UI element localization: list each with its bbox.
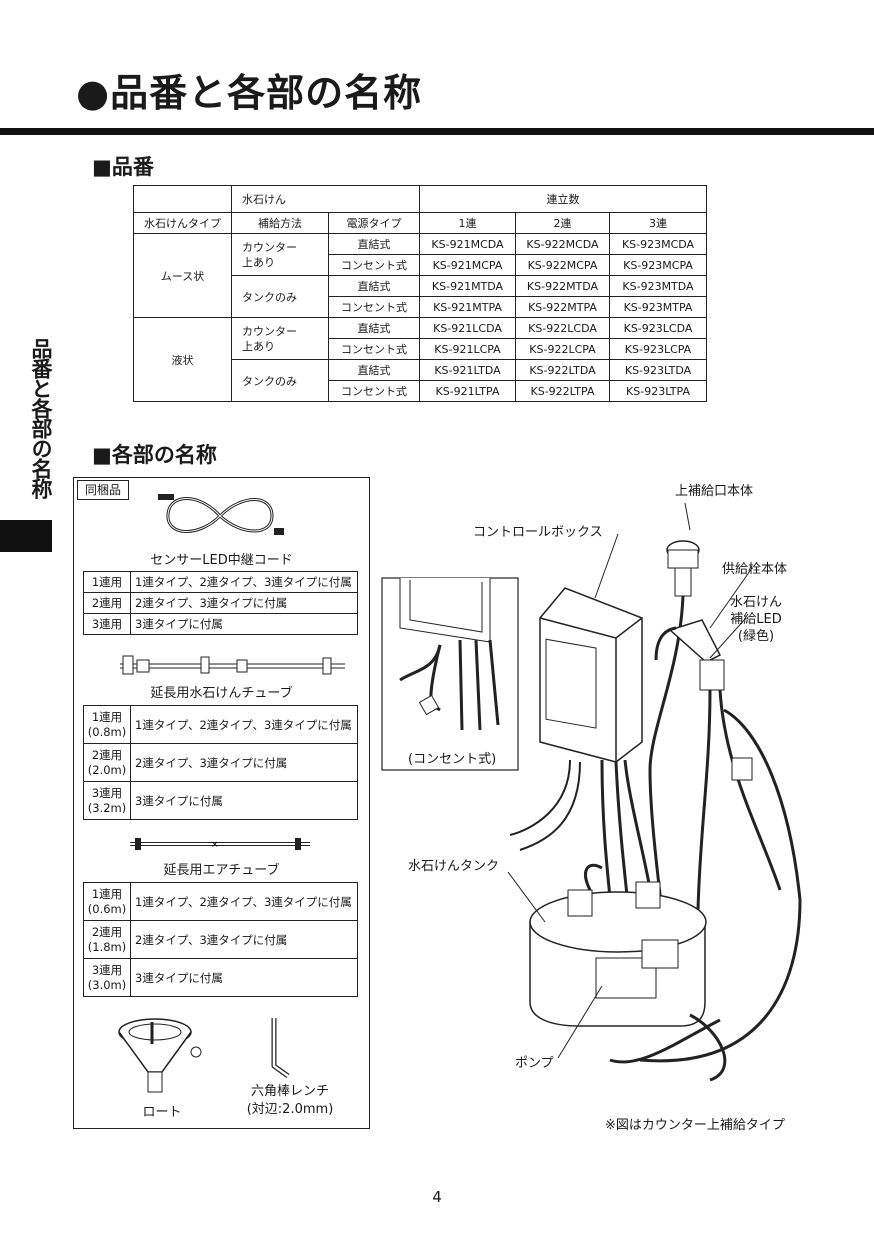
part-cell: KS-923LCPA [608, 338, 708, 360]
part-cell: KS-923MCDA [608, 233, 708, 255]
label-control-box: コントロールボックス [473, 525, 603, 540]
section-heading-part-names: ■各部の名称 [92, 443, 217, 467]
part-cell: KS-922LTDA [515, 359, 610, 381]
sensor-cord-caption: センサーLED中継コード [150, 553, 293, 568]
accessories-box [73, 477, 370, 1129]
method-tank: タンクのみ [231, 275, 329, 318]
air-tube-icon: × [130, 838, 310, 850]
method-counter: カウンター上あり [231, 233, 329, 276]
svg-text:×: × [211, 840, 219, 850]
part-cell: KS-923MTDA [608, 275, 708, 297]
part-cell: KS-921LCPA [419, 338, 516, 360]
power-cell: 直結式 [328, 359, 420, 381]
label-faucet: 供給栓本体 [722, 562, 788, 577]
soap-tube-caption: 延長用水石けんチューブ [150, 686, 293, 701]
power-cell: コンセント式 [328, 338, 420, 360]
part-cell: KS-923LCDA [608, 317, 708, 339]
air-tube-value: 1連タイプ、2連タイプ、3連タイプに付属 [130, 882, 358, 921]
part-cell: KS-921LTDA [419, 359, 516, 381]
title-rule [0, 128, 874, 135]
side-tab-marker [0, 520, 52, 552]
power-cell: 直結式 [328, 233, 420, 255]
power-cell: コンセント式 [328, 254, 420, 276]
type-mousse: ムース状 [133, 233, 232, 318]
funnel-icon [118, 1018, 202, 1093]
soap-tube-key: 2連用(2.0m) [83, 743, 131, 782]
part-cell: KS-921LCDA [419, 317, 516, 339]
section-heading-part-numbers: ■品番 [92, 155, 154, 179]
label-led: 水石けん補給LED(緑色) [730, 595, 783, 644]
soap-tube-key: 3連用(3.2m) [83, 781, 131, 820]
cord-key: 2連用 [83, 592, 131, 614]
air-tube-caption: 延長用エアチューブ [163, 863, 280, 878]
header-method: 補給方法 [231, 212, 329, 234]
power-cell: 直結式 [328, 275, 420, 297]
label-pump: ポンプ [515, 1056, 554, 1071]
air-tube-value: 2連タイプ、3連タイプに付属 [130, 920, 358, 959]
side-tab-label: 品番と各部の名称 [29, 338, 53, 498]
part-cell: KS-922MTPA [515, 296, 610, 318]
part-cell: KS-921MCPA [419, 254, 516, 276]
part-cell: KS-922LTPA [515, 380, 610, 402]
part-cell: KS-923LTDA [608, 359, 708, 381]
assembly-diagram [381, 502, 802, 1082]
part-cell: KS-922MTDA [515, 275, 610, 297]
header-c2: 2連 [515, 212, 610, 234]
power-cell: 直結式 [328, 317, 420, 339]
soap-tube-value: 3連タイプに付属 [130, 781, 358, 820]
part-cell: KS-922MCDA [515, 233, 610, 255]
page-number: 4 [432, 1188, 442, 1206]
diagram-note: ※図はカウンター上補給タイプ [605, 1118, 785, 1133]
soap-tube-table: 1連用(0.8m)1連タイプ、2連タイプ、3連タイプに付属 2連用(2.0m)2… [83, 705, 358, 820]
air-tube-table: 1連用(0.6m)1連タイプ、2連タイプ、3連タイプに付属 2連用(1.8m)2… [83, 882, 358, 997]
header-c3: 3連 [608, 212, 708, 234]
cord-value: 3連タイプに付属 [130, 613, 358, 635]
label-tank: 水石けんタンク [408, 859, 500, 874]
part-cell: KS-923MCPA [608, 254, 708, 276]
label-outlet-type: (コンセント式) [408, 752, 497, 767]
sensor-cord-icon [158, 494, 284, 535]
part-cell: KS-921MTDA [419, 275, 516, 297]
cord-value: 2連タイプ、3連タイプに付属 [130, 592, 358, 614]
part-cell: KS-921MTPA [419, 296, 516, 318]
page-title: ●品番と各部の名称 [76, 71, 423, 115]
cord-key: 1連用 [83, 571, 131, 593]
power-cell: コンセント式 [328, 296, 420, 318]
part-cell: KS-923MTPA [608, 296, 708, 318]
part-cell: KS-922MCPA [515, 254, 610, 276]
hex-wrench-caption: 六角棒レンチ(対辺:2.0mm) [246, 1084, 334, 1117]
header-type: 水石けんタイプ [133, 212, 232, 234]
air-tube-key: 3連用(3.0m) [83, 958, 131, 997]
part-number-table: 水石けん 連立数 水石けんタイプ 補給方法 電源タイプ 1連 2連 3連 ムース… [133, 185, 708, 402]
type-liquid: 液状 [133, 317, 232, 402]
header-soap: 水石けん [231, 185, 420, 213]
part-cell: KS-921LTPA [419, 380, 516, 402]
cord-value: 1連タイプ、2連タイプ、3連タイプに付属 [130, 571, 358, 593]
cord-key: 3連用 [83, 613, 131, 635]
air-tube-key: 2連用(1.8m) [83, 920, 131, 959]
hex-wrench-icon [271, 1018, 290, 1079]
accessories-label: 同梱品 [77, 480, 129, 500]
header-power: 電源タイプ [328, 212, 420, 234]
part-cell: KS-922LCDA [515, 317, 610, 339]
part-cell: KS-923LTPA [608, 380, 708, 402]
header-count: 連立数 [418, 185, 708, 213]
label-top-refill: 上補給口本体 [675, 484, 754, 499]
soap-tube-value: 2連タイプ、3連タイプに付属 [130, 743, 358, 782]
soap-tube-icon [120, 655, 345, 675]
air-tube-value: 3連タイプに付属 [130, 958, 358, 997]
funnel-caption: ロート [142, 1105, 182, 1120]
power-cell: コンセント式 [328, 380, 420, 402]
part-cell: KS-922LCPA [515, 338, 610, 360]
soap-tube-key: 1連用(0.8m) [83, 705, 131, 744]
part-cell: KS-921MCDA [419, 233, 516, 255]
method-tank: タンクのみ [231, 359, 329, 402]
method-counter: カウンター上あり [231, 317, 329, 360]
air-tube-key: 1連用(0.6m) [83, 882, 131, 921]
header-c1: 1連 [419, 212, 516, 234]
soap-tube-value: 1連タイプ、2連タイプ、3連タイプに付属 [130, 705, 358, 744]
